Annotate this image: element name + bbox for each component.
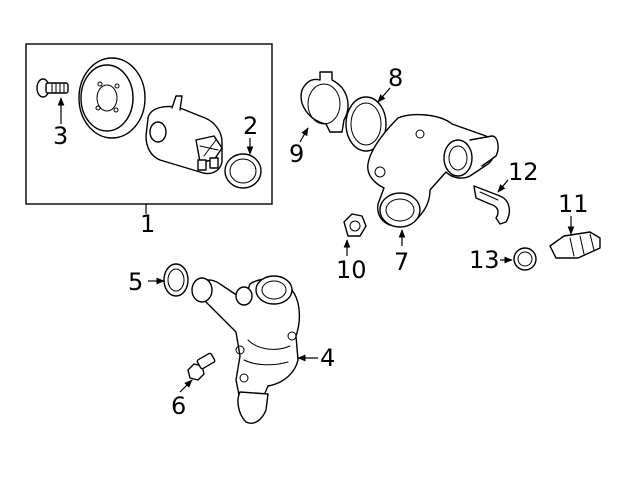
- nut-part-10: [343, 213, 367, 237]
- leader-8: [377, 87, 391, 103]
- callout-8: 8: [388, 64, 403, 92]
- oring-part-13: [513, 247, 537, 271]
- bolt-part-3: [36, 78, 69, 98]
- callout-2: 2: [243, 112, 258, 140]
- callout-11: 11: [558, 190, 589, 218]
- pump-housing-part-4: [191, 275, 301, 424]
- gasket-part-9: [300, 71, 349, 133]
- leader-6: [179, 379, 193, 393]
- oring-part-8: [345, 96, 387, 152]
- callout-9: 9: [289, 140, 304, 168]
- oring-part-2: [224, 153, 262, 189]
- leader-12: [497, 179, 509, 193]
- clip-part-12: [473, 185, 511, 225]
- pump-body-part: [145, 95, 223, 175]
- leader-9: [299, 127, 309, 143]
- sensor-part-11: [549, 231, 601, 259]
- callout-6: 6: [171, 392, 186, 420]
- callout-1: 1: [140, 210, 155, 238]
- assembly-frame: [25, 43, 273, 205]
- callout-7: 7: [394, 248, 409, 276]
- callout-10: 10: [336, 256, 367, 284]
- callout-5: 5: [128, 268, 143, 296]
- pulley-part: [78, 57, 146, 139]
- callout-13: 13: [469, 246, 500, 274]
- oring-part-5: [163, 263, 189, 297]
- callout-4: 4: [320, 344, 335, 372]
- callout-12: 12: [508, 158, 539, 186]
- callout-3: 3: [53, 122, 68, 150]
- bolt-part-6: [187, 352, 216, 381]
- thermostat-housing-part-7: [367, 113, 499, 228]
